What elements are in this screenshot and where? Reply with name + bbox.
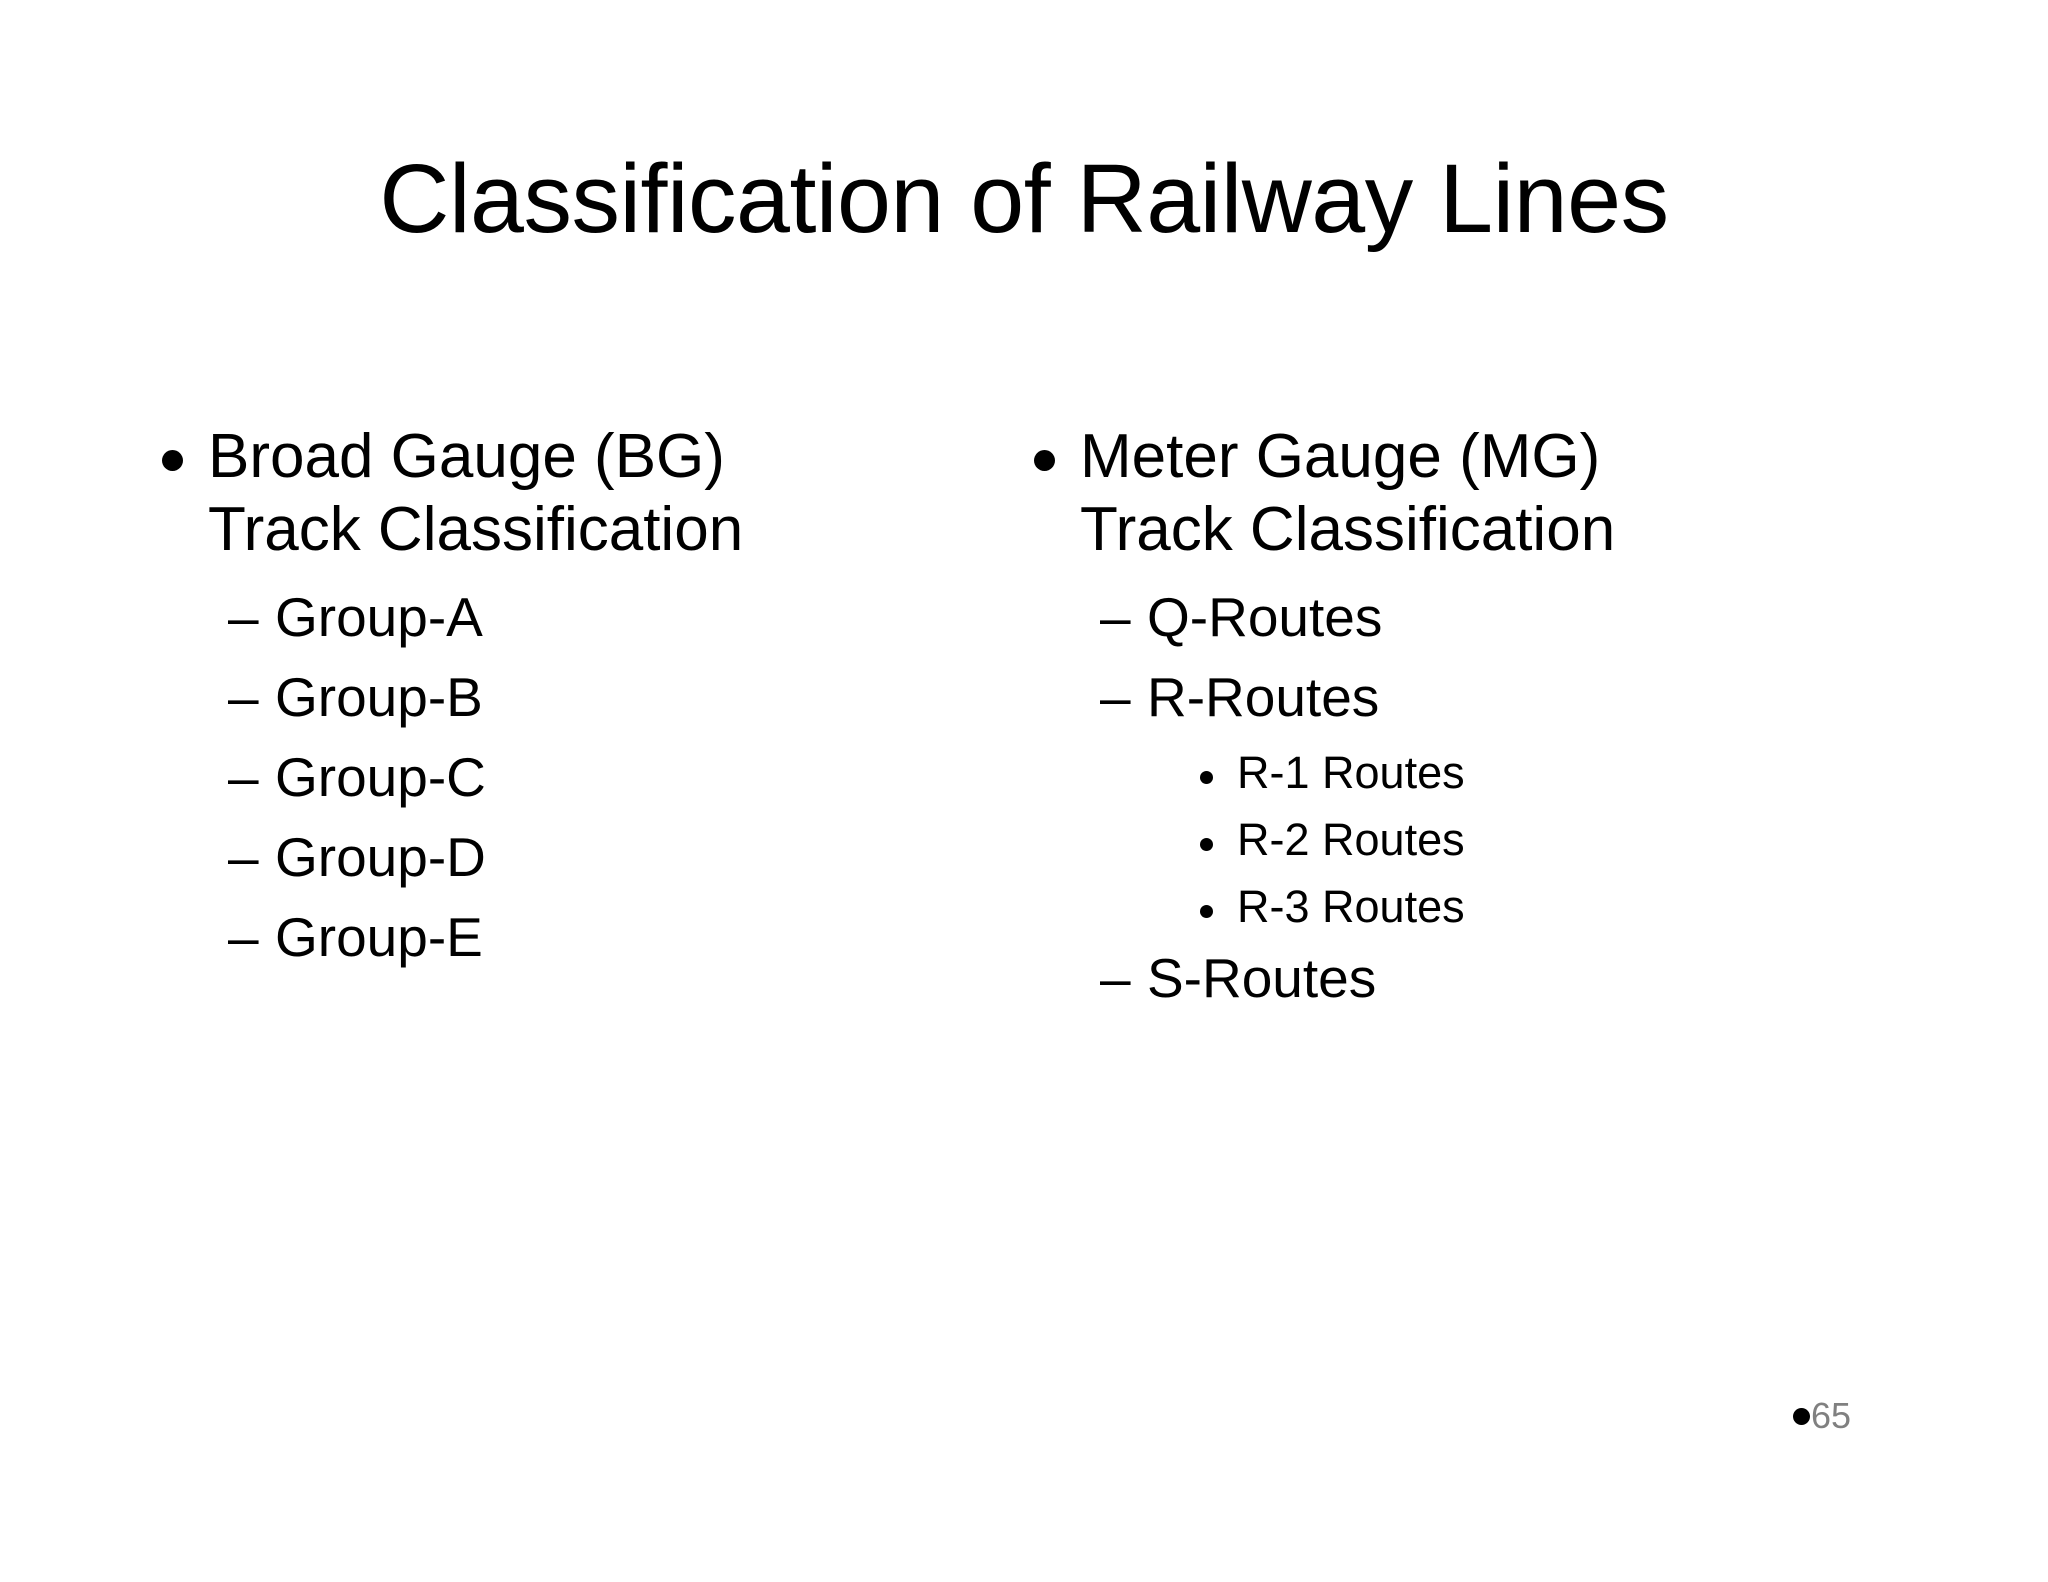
list-item-group-e: – Group-E (150, 910, 890, 990)
dash-marker-icon: – (1100, 666, 1131, 729)
list-item-group-d: – Group-D (150, 830, 890, 910)
bullet-dot-icon (1200, 838, 1213, 852)
dash-marker-icon: – (228, 826, 259, 889)
list-item-label: S-Routes (1147, 947, 1377, 1010)
page-number: 65 (1793, 1398, 1851, 1434)
bullet-broad-gauge-header: Broad Gauge (BG) Track Classification (150, 420, 890, 566)
dash-marker-icon: – (1100, 947, 1131, 1010)
bullet-dot-icon (1200, 771, 1213, 785)
bullet-dot-icon (162, 450, 183, 471)
bullet-dot-icon (1200, 905, 1213, 919)
slide-body: Broad Gauge (BG) Track Classification – … (0, 420, 2048, 1320)
dash-marker-icon: – (228, 666, 259, 729)
list-item-r-routes: – R-Routes (1022, 670, 1782, 750)
meter-gauge-header-line1: Meter Gauge (MG) (1080, 422, 1601, 491)
list-item-label: Group-A (275, 586, 483, 649)
meter-gauge-header-line2: Track Classification (1080, 495, 1616, 565)
dash-marker-icon: – (1100, 586, 1131, 649)
broad-gauge-header-line2: Track Classification (208, 495, 744, 565)
list-item-label: R-Routes (1147, 666, 1380, 729)
bullet-meter-gauge-header: Meter Gauge (MG) Track Classification (1022, 420, 1782, 566)
list-item-q-routes: – Q-Routes (1022, 590, 1782, 670)
list-item-group-c: – Group-C (150, 750, 890, 830)
list-item-r2-routes: R-2 Routes (1022, 817, 1782, 884)
spacer (1022, 566, 1782, 590)
bullet-dot-icon (1034, 450, 1055, 471)
spacer (150, 566, 890, 590)
list-item-label: Group-C (275, 746, 486, 809)
list-item-label: Group-B (275, 666, 483, 729)
list-item-r1-routes: R-1 Routes (1022, 750, 1782, 817)
slide-title: Classification of Railway Lines (379, 144, 1669, 253)
column-meter-gauge: Meter Gauge (MG) Track Classification – … (1022, 420, 1782, 1031)
list-item-label: Group-D (275, 826, 486, 889)
list-item-label: Q-Routes (1147, 586, 1383, 649)
list-item-label: R-2 Routes (1237, 814, 1465, 866)
dash-marker-icon: – (228, 906, 259, 969)
dash-marker-icon: – (228, 746, 259, 809)
list-item-label: R-1 Routes (1237, 747, 1465, 799)
list-item-group-b: – Group-B (150, 670, 890, 750)
list-item-label: Group-E (275, 906, 483, 969)
list-item-label: R-3 Routes (1237, 881, 1465, 933)
column-broad-gauge: Broad Gauge (BG) Track Classification – … (150, 420, 890, 990)
list-item-group-a: – Group-A (150, 590, 890, 670)
broad-gauge-header-line1: Broad Gauge (BG) (208, 422, 725, 491)
dash-marker-icon: – (228, 586, 259, 649)
list-item-s-routes: – S-Routes (1022, 951, 1782, 1031)
page-number-value: 65 (1811, 1395, 1852, 1436)
list-item-r3-routes: R-3 Routes (1022, 884, 1782, 951)
bullet-dot-icon (1793, 1407, 1810, 1425)
